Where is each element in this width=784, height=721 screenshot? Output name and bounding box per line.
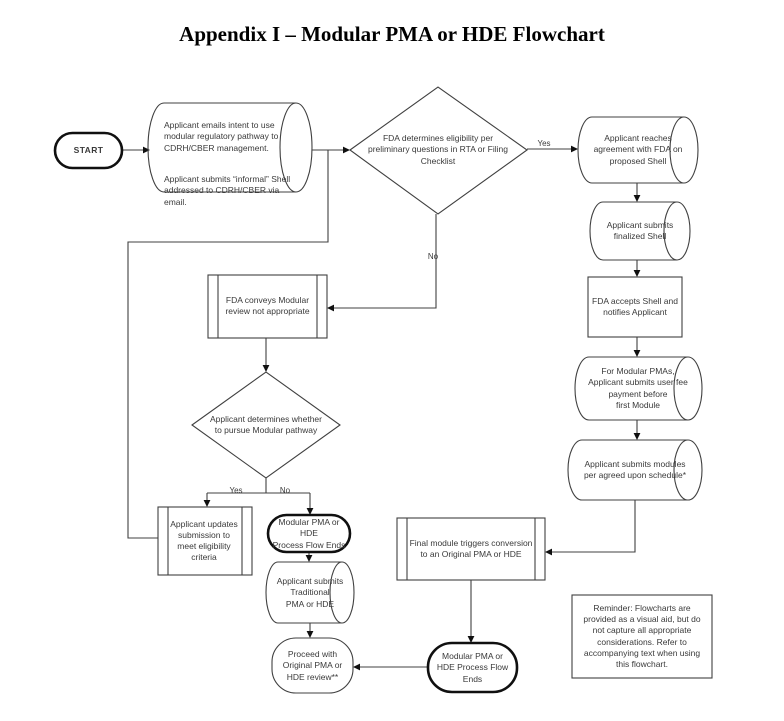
start-terminator: START (73, 144, 104, 155)
terminator-ends2-shape (426, 641, 519, 694)
terminator-ends1-shape (266, 513, 352, 554)
node-final-module: Final module triggers conversion to an O… (409, 537, 533, 559)
edge-label-pursue-yes: Yes (229, 485, 243, 495)
node-accepts: FDA accepts Shell and notifies Applicant (592, 295, 678, 317)
node-agreement: Applicant reaches agreement with FDA on … (593, 133, 683, 166)
start-terminator-shape (53, 131, 124, 170)
connector-lines (122, 148, 638, 668)
edge-label-eligibility-yes: Yes (537, 138, 551, 148)
cylinder-modules-shape (567, 439, 703, 501)
node-not-appropriate: FDA conveys Modular review not appropria… (225, 294, 310, 316)
cylinder-intent-shape (147, 102, 313, 193)
page-title: Appendix I – Modular PMA or HDE Flowchar… (179, 22, 605, 46)
decision-eligibility: FDA determines eligibility per prelimina… (368, 133, 508, 166)
predefined-not-appropriate-shape (207, 274, 328, 339)
edge-label-pursue-no: No (279, 485, 291, 495)
terminator-ends1: Modular PMA or HDE Process Flow Ends (272, 517, 346, 550)
node-modules: Applicant submits modules per agreed upo… (583, 458, 687, 480)
arrowheads (143, 145, 641, 671)
node-finalized: Applicant submits finalized Shell (606, 219, 674, 241)
decision-pursue-shape (191, 371, 341, 479)
terminator-proceed: Proceed with Original PMA or HDE review*… (282, 649, 343, 682)
node-updates: Applicant updates submission to meet eli… (170, 518, 238, 563)
node-intent-paragraph-2: Applicant submits “informal” Shell addre… (164, 174, 291, 207)
terminator-ends2: Modular PMA or HDE Process Flow Ends (436, 651, 509, 684)
decision-eligibility-shape (349, 86, 528, 215)
reminder-note: Reminder: Flowcharts are provided as a v… (583, 602, 701, 669)
node-intent: Applicant emails intent to use modular r… (164, 109, 300, 206)
process-accepts-shape (587, 276, 683, 338)
terminator-proceed-shape (271, 637, 354, 694)
cylinder-agreement-shape (577, 116, 699, 184)
predefined-final-module-shape (396, 517, 546, 581)
cylinder-userfee-shape (574, 356, 703, 421)
reminder-box-shape (571, 594, 713, 679)
node-intent-paragraph-1: Applicant emails intent to use modular r… (164, 120, 279, 153)
decision-pursue: Applicant determines whether to pursue M… (210, 413, 322, 435)
cylinder-traditional-shape (265, 561, 355, 624)
predefined-updates-shape (157, 506, 253, 576)
edge-label-eligibility-no: No (427, 251, 439, 261)
node-traditional: Applicant submits Traditional PMA or HDE (276, 576, 344, 609)
node-userfee: For Modular PMAs, Applicant submits user… (588, 366, 688, 410)
cylinder-finalized-shape (589, 201, 691, 261)
